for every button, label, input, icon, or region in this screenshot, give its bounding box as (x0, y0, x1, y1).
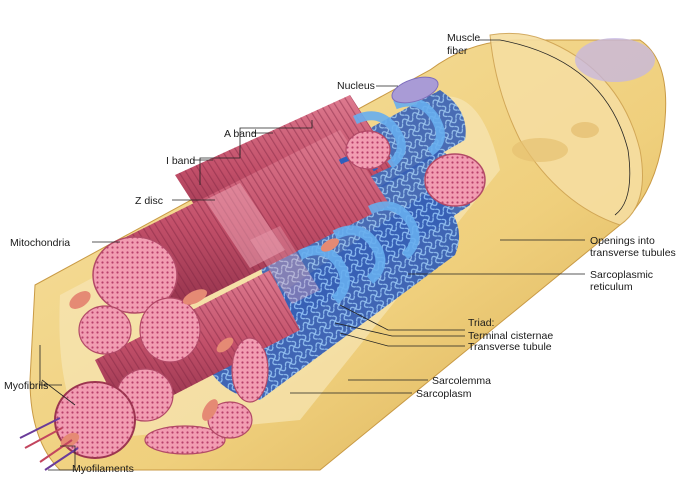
label-mitochondria: Mitochondria (10, 237, 70, 249)
nucleus-shape (391, 76, 439, 104)
label-sarcoplasmic-line2: reticulum (590, 281, 633, 293)
label-sarcoplasmic-line1: Sarcoplasmic (590, 269, 653, 281)
label-myofibrils: Myofibrils (4, 380, 48, 392)
label-openings-line2: transverse tubules (590, 247, 676, 259)
leader-lines (39, 39, 631, 471)
label-myofilaments: Myofilaments (72, 463, 134, 475)
label-z-disc: Z disc (135, 195, 163, 207)
label-nucleus: Nucleus (337, 80, 375, 92)
label-sarcoplasm: Sarcoplasm (416, 388, 472, 400)
label-transverse-tubule: Transverse tubule (468, 341, 552, 353)
labels: Muscle fiber Nucleus A band I band Z dis… (4, 32, 676, 475)
label-a-band: A band (224, 128, 257, 140)
t-tubule-rings (297, 97, 445, 304)
label-sarcolemma: Sarcolemma (432, 375, 491, 387)
myofilament-strands (19, 417, 79, 471)
label-muscle-fiber-line1: Muscle (447, 32, 480, 44)
label-triad: Triad: (468, 317, 494, 329)
label-terminal-cisternae: Terminal cisternae (468, 330, 553, 342)
myofibril-ends (54, 130, 486, 459)
label-openings-line1: Openings into (590, 235, 655, 247)
label-muscle-fiber-line2: fiber (447, 45, 468, 57)
label-i-band: I band (166, 155, 195, 167)
